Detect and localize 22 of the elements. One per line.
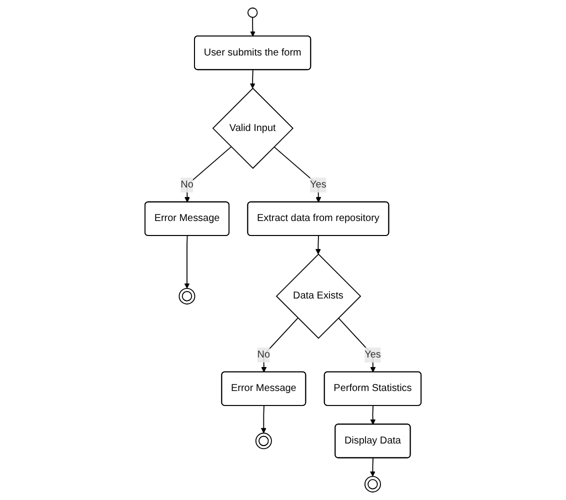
arrow <box>184 235 190 289</box>
arrow <box>260 405 266 434</box>
arrow <box>250 16 256 37</box>
edge-label: Yes <box>310 179 326 190</box>
arrow <box>338 318 376 372</box>
arrow <box>274 146 322 202</box>
node-double-circle <box>364 476 381 492</box>
arrow <box>315 235 321 254</box>
node-diamond <box>276 254 362 339</box>
arrow <box>370 458 376 477</box>
arrow <box>184 146 232 202</box>
node-circle <box>247 8 258 18</box>
arrow <box>250 69 256 89</box>
node-double-circle <box>255 432 272 450</box>
edge-label: No <box>180 179 194 190</box>
node-diamond <box>212 88 294 169</box>
arrow <box>261 318 298 372</box>
node-double-circle <box>178 288 196 304</box>
flowchart-drawing: No Yes No Yes User submits the form Valid Input Error Message Extract data from repository Data Exists Error Message Perform Statistics Display Data <box>140 3 426 497</box>
edge-label: No <box>257 349 270 360</box>
arrow <box>370 405 376 425</box>
edge-label: Yes <box>364 349 381 360</box>
